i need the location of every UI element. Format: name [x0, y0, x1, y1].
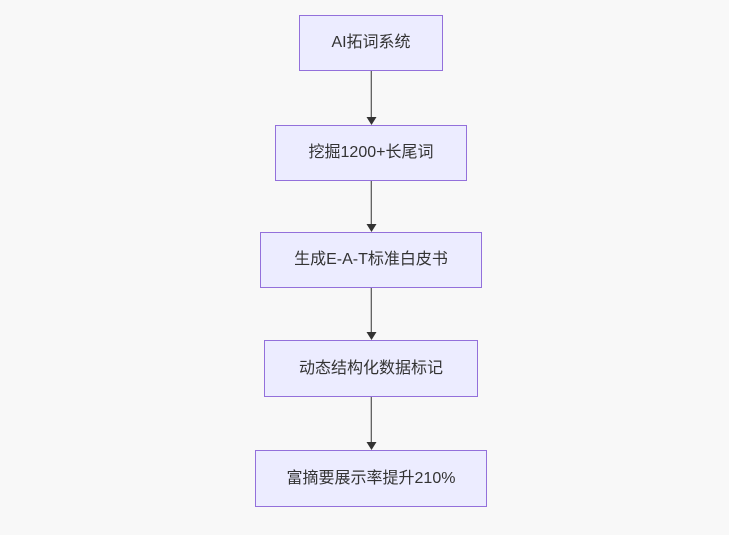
arrowhead-down-icon	[366, 224, 376, 232]
edge-line	[370, 397, 372, 443]
flowchart-edge-c-d	[366, 288, 377, 340]
node-label: 动态结构化数据标记	[298, 359, 443, 377]
flowchart-node-longtail-mining: 挖掘1200+长尾词	[275, 125, 467, 181]
edge-line	[370, 288, 372, 333]
edge-line	[370, 181, 372, 225]
flowchart-edge-a-b	[366, 71, 377, 125]
arrowhead-down-icon	[366, 332, 376, 340]
flowchart-node-rich-snippet-result: 富摘要展示率提升210%	[255, 450, 487, 507]
arrowhead-down-icon	[366, 117, 376, 125]
edge-line	[370, 71, 372, 118]
flowchart-node-eat-whitepaper: 生成E-A-T标准白皮书	[260, 232, 482, 288]
node-label: AI拓词系统	[331, 34, 411, 51]
arrowhead-down-icon	[366, 442, 376, 450]
flowchart-node-ai-word-system: AI拓词系统	[299, 15, 443, 71]
node-label: 富摘要展示率提升210%	[286, 469, 456, 487]
node-label: 生成E-A-T标准白皮书	[294, 251, 448, 268]
flowchart-edge-d-e	[366, 397, 377, 450]
flowchart-edge-b-c	[366, 181, 377, 232]
node-label: 挖掘1200+长尾词	[308, 144, 434, 161]
flowchart-node-structured-data-markup: 动态结构化数据标记	[264, 340, 478, 397]
